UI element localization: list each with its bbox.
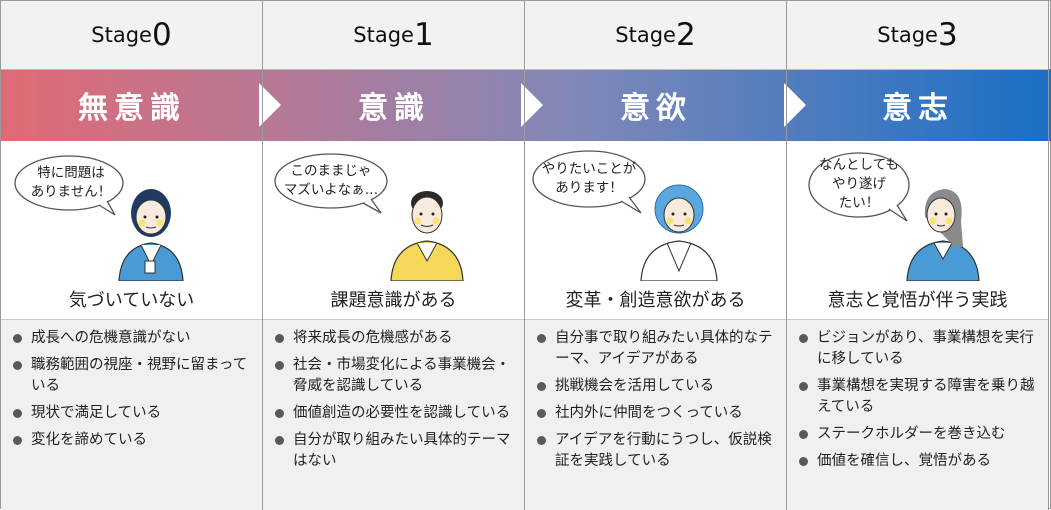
speech-bubble-icon [274, 153, 388, 214]
bullet-icon [537, 436, 546, 445]
stage-0-notes: 成長への危機意識がない 職務範囲の視座・視野に留まっている 現状で満足している … [1, 319, 262, 510]
list-item: 事業構想を実現する障害を乗り越えている [799, 376, 1038, 418]
person-icon [640, 184, 718, 281]
speech-line: あります！ [555, 180, 623, 196]
list-item: 価値創造の必要性を認識している [275, 403, 514, 424]
speech-bubble-icon [808, 152, 910, 222]
bullet-icon [537, 382, 546, 391]
list-item: 将来成長の危機感がある [275, 328, 514, 349]
stage-number: 1 [413, 16, 434, 53]
speech-bubble-text: やりたいことが あります！ [533, 160, 645, 198]
bullet-icon [537, 409, 546, 418]
bullet-icon [275, 334, 284, 343]
speech-line: ありません！ [30, 184, 112, 200]
arrow-icon [784, 83, 806, 127]
mindset-label-1: 意識 [358, 91, 430, 126]
bullet-icon [537, 334, 546, 343]
bullet-icon [799, 382, 808, 391]
stage-2-state: 変革・創造意欲がある [565, 290, 746, 311]
speech-line: たい！ [838, 195, 880, 211]
speech-line: 特に問題は [37, 165, 105, 181]
stage-number: 0 [151, 16, 172, 53]
list-item: 現状で満足している [13, 403, 252, 424]
person-icon [118, 189, 184, 281]
stage-3-illustration: なんとしても やり遂げ たい！ 意志と覚悟が伴う実践 [787, 141, 1048, 319]
list-item: 価値を確信し、覚悟がある [799, 451, 1038, 472]
stage-word: Stage [615, 23, 676, 47]
bullet-icon [799, 334, 808, 343]
stage-2-notes: 自分事で取り組みたい具体的なテーマ、アイデアがある 挑戦機会を活用している 社内… [525, 319, 786, 510]
stage-word: Stage [353, 23, 414, 47]
bullet-icon [13, 436, 22, 445]
speech-bubble-icon [14, 155, 124, 216]
stage-0-state: 気づいていない [68, 290, 195, 311]
list-item: 挑戦機会を活用している [537, 376, 776, 397]
list-item: アイデアを行動にうつし、仮説検証を実践している [537, 430, 776, 472]
stage-word: Stage [91, 23, 152, 47]
bullet-icon [13, 334, 22, 343]
speech-line: やり遂げ [832, 176, 886, 192]
speech-bubble-icon [532, 150, 646, 214]
stage-word: Stage [877, 23, 938, 47]
bullet-icon [275, 409, 284, 418]
speech-bubble-text: 特に問題は ありません！ [19, 164, 123, 202]
list-item: 自分事で取り組みたい具体的なテーマ、アイデアがある [537, 328, 776, 370]
stage-3-notes: ビジョンがあり、事業構想を実行に移している 事業構想を実現する障害を乗り越えてい… [787, 319, 1048, 510]
bullet-icon [275, 436, 284, 445]
mindset-label-2: 意欲 [620, 91, 692, 126]
speech-bubble-text: なんとしても やり遂げ たい！ [809, 156, 909, 213]
list-item: 成長への危機意識がない [13, 328, 252, 349]
stage-number: 3 [937, 16, 958, 53]
bullet-icon [275, 361, 284, 370]
stage-1-notes: 将来成長の危機感がある 社会・市場変化による事業機会・脅威を認識している 価値創… [263, 319, 524, 510]
person-icon [906, 189, 980, 281]
bullet-icon [13, 361, 22, 370]
list-item: 社会・市場変化による事業機会・脅威を認識している [275, 355, 514, 397]
bullet-icon [13, 409, 22, 418]
list-item: 社内外に仲間をつくっている [537, 403, 776, 424]
list-item: ビジョンがあり、事業構想を実行に移している [799, 328, 1038, 370]
speech-bubble-text: このままじゃ マズいよなぁ… [275, 162, 387, 200]
bullet-icon [799, 430, 808, 439]
speech-line: なんとしても [819, 157, 899, 173]
speech-line: このままじゃ [290, 163, 372, 179]
stage-1-state: 課題意識がある [330, 290, 457, 311]
speech-line: マズいよなぁ… [283, 182, 379, 198]
mindset-label-0: 無意識 [78, 91, 186, 126]
stage-3-state: 意志と覚悟が伴う実践 [827, 290, 1008, 311]
bullet-icon [799, 457, 808, 466]
speech-line: やりたいことが [541, 161, 637, 177]
list-item: ステークホルダーを巻き込む [799, 424, 1038, 445]
arrow-icon [259, 83, 281, 127]
stage-2-illustration: やりたいことが あります！ 変革・創造意欲がある [525, 141, 786, 319]
stage-1-illustration: このままじゃ マズいよなぁ… 課題意識がある [263, 141, 524, 319]
mindset-label-3: 意志 [882, 91, 954, 126]
stage-0-illustration: 特に問題は ありません！ 気づいていない [1, 141, 262, 319]
list-item: 変化を諦めている [13, 430, 252, 451]
arrow-icon [521, 83, 543, 127]
stage-number: 2 [675, 16, 696, 53]
person-icon [390, 191, 464, 281]
list-item: 職務範囲の視座・視野に留まっている [13, 355, 252, 397]
list-item: 自分が取り組みたい具体的テーマはない [275, 430, 514, 472]
mindset-band [1, 69, 1051, 141]
